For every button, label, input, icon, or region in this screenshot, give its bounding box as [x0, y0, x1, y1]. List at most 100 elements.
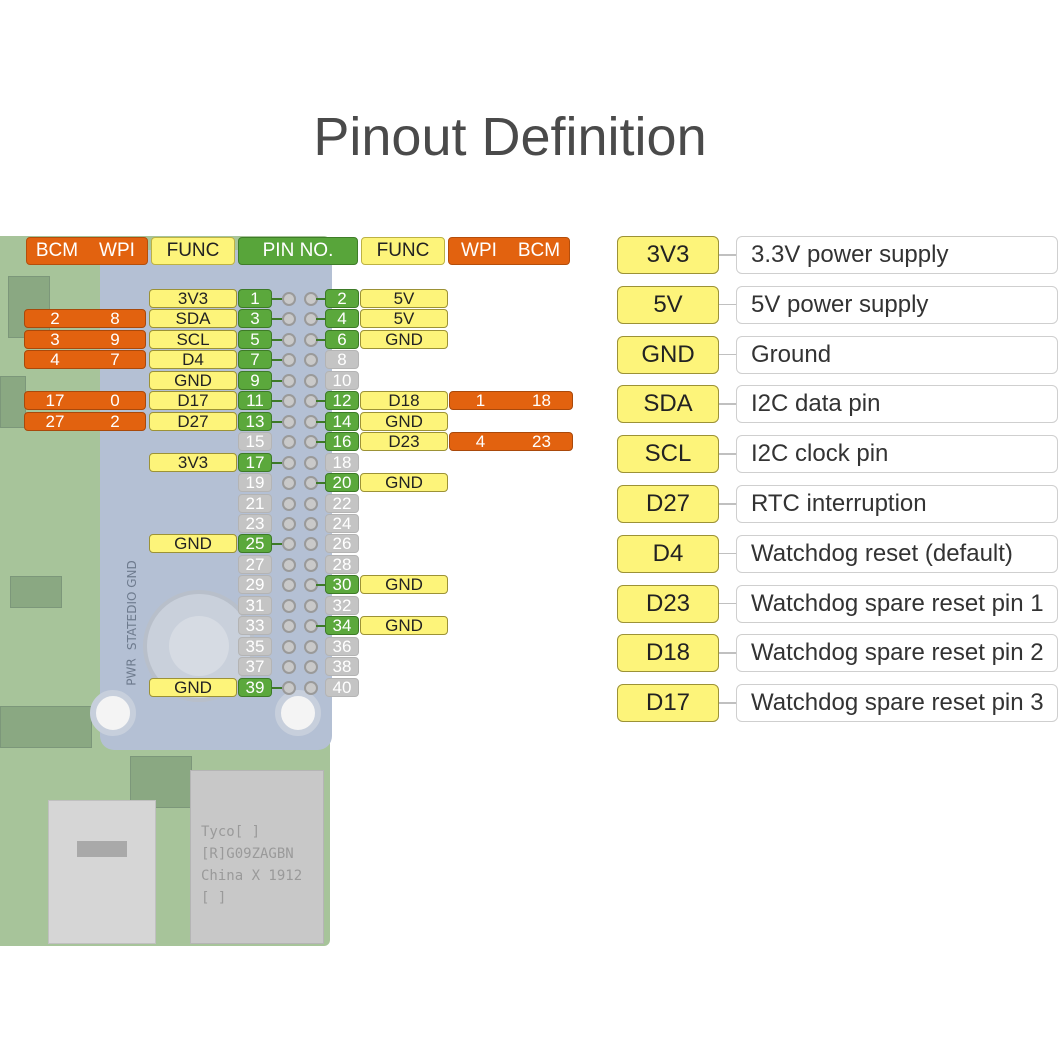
pin-21: 21 — [238, 493, 272, 513]
func-label-pin-5: SCL — [149, 329, 237, 349]
legend-key: D18 — [617, 634, 719, 673]
pin-35: 35 — [238, 636, 272, 656]
header-pin-no: PIN NO. — [238, 237, 358, 265]
pin-26: 26 — [325, 534, 359, 554]
pin-14: 14 — [325, 411, 359, 431]
connector — [272, 543, 282, 546]
pin-22: 22 — [325, 493, 359, 513]
pin-header-dot — [282, 557, 296, 572]
connector — [272, 686, 282, 689]
pin-25: 25 — [238, 534, 272, 554]
pin-header-dot — [304, 598, 318, 613]
pin-2: 2 — [325, 289, 359, 308]
legend-connector — [719, 453, 737, 455]
pwr-label: PWR — [124, 658, 139, 686]
pin-header-dot — [304, 557, 318, 572]
legend-key: D23 — [617, 584, 719, 623]
legend-connector — [719, 702, 737, 704]
legend-connector — [719, 353, 737, 356]
func-label-pin-4: 5V — [360, 309, 448, 329]
dio-gnd-label: DIO GND — [124, 560, 139, 614]
pin-header-dot — [304, 680, 318, 695]
connector — [316, 400, 326, 403]
connector — [272, 298, 282, 300]
pin-10: 10 — [325, 370, 359, 390]
pin-1: 1 — [238, 289, 272, 308]
pin-7: 7 — [238, 350, 272, 370]
pin-17: 17 — [238, 452, 272, 472]
func-label-pin-14: GND — [360, 411, 448, 431]
pin-5: 5 — [238, 329, 272, 349]
legend-connector — [719, 303, 737, 306]
pin-header-dot — [282, 619, 296, 634]
pin-header-dot — [282, 353, 296, 368]
pin-4: 4 — [325, 309, 359, 329]
connector — [316, 625, 326, 628]
pin-11: 11 — [238, 391, 272, 411]
pin-29: 29 — [238, 575, 272, 595]
pin-31: 31 — [238, 595, 272, 615]
legend-key: 3V3 — [617, 236, 719, 274]
connector — [316, 441, 326, 444]
pin-37: 37 — [238, 657, 272, 677]
connector — [272, 338, 282, 341]
pin-header-dot — [304, 537, 318, 552]
connector — [316, 338, 326, 341]
legend-connector — [719, 503, 737, 505]
func-label-pin-6: GND — [360, 329, 448, 349]
pin-header-dot — [304, 660, 318, 675]
legend-connector — [719, 652, 737, 654]
pin-header-dot — [304, 639, 318, 654]
connector — [316, 298, 326, 300]
pin-header-dot — [282, 332, 296, 347]
pin-header-dot — [304, 516, 318, 531]
pin-header-dot — [304, 373, 318, 388]
connector — [316, 584, 326, 587]
func-label-pin-25: GND — [149, 534, 237, 554]
legend-connector — [719, 254, 737, 256]
pin-39: 39 — [238, 677, 272, 697]
pin-header-dot — [282, 476, 296, 491]
pin-24: 24 — [325, 513, 359, 533]
pin-13: 13 — [238, 411, 272, 431]
pin-33: 33 — [238, 616, 272, 636]
legend-key: 5V — [617, 285, 719, 324]
pin-34: 34 — [325, 616, 359, 636]
connector — [272, 359, 282, 362]
legend-description: Watchdog spare reset pin 3 — [736, 684, 1058, 723]
pin-8: 8 — [325, 350, 359, 370]
func-label-pin-30: GND — [360, 575, 448, 595]
connector — [272, 420, 282, 423]
func-label-pin-39: GND — [149, 677, 237, 697]
pin-header-dot — [282, 680, 296, 695]
pin-header-dot — [282, 455, 296, 470]
pin-40: 40 — [325, 677, 359, 697]
pin-header-dot — [304, 455, 318, 470]
pin-9: 9 — [238, 370, 272, 390]
func-label-pin-3: SDA — [149, 309, 237, 329]
pin-header-dot — [282, 414, 296, 429]
pin-header-dot — [282, 312, 296, 327]
pin-3: 3 — [238, 309, 272, 329]
pin-15: 15 — [238, 432, 272, 452]
pin-18: 18 — [325, 452, 359, 472]
pin-header-dot — [282, 578, 296, 593]
func-label-pin-20: GND — [360, 473, 448, 493]
legend-description: 5V power supply — [736, 285, 1058, 324]
func-label-pin-34: GND — [360, 616, 448, 636]
pin-12: 12 — [325, 391, 359, 411]
pin-header-dot — [282, 496, 296, 511]
legend-description: RTC interruption — [736, 485, 1058, 523]
pin-28: 28 — [325, 554, 359, 574]
pin-38: 38 — [325, 657, 359, 677]
legend-key: D4 — [617, 534, 719, 573]
pin-header-dot — [304, 496, 318, 511]
legend-description: Ground — [736, 335, 1058, 374]
pin-36: 36 — [325, 636, 359, 656]
state-label: STATE — [125, 613, 140, 651]
usb-port — [48, 800, 156, 944]
legend-description: I2C data pin — [736, 385, 1058, 424]
func-label-pin-11: D17 — [149, 391, 237, 411]
ethernet-port: Tyco[ ] [R]G09ZAGBN China X 1912 [ ] — [190, 770, 324, 944]
